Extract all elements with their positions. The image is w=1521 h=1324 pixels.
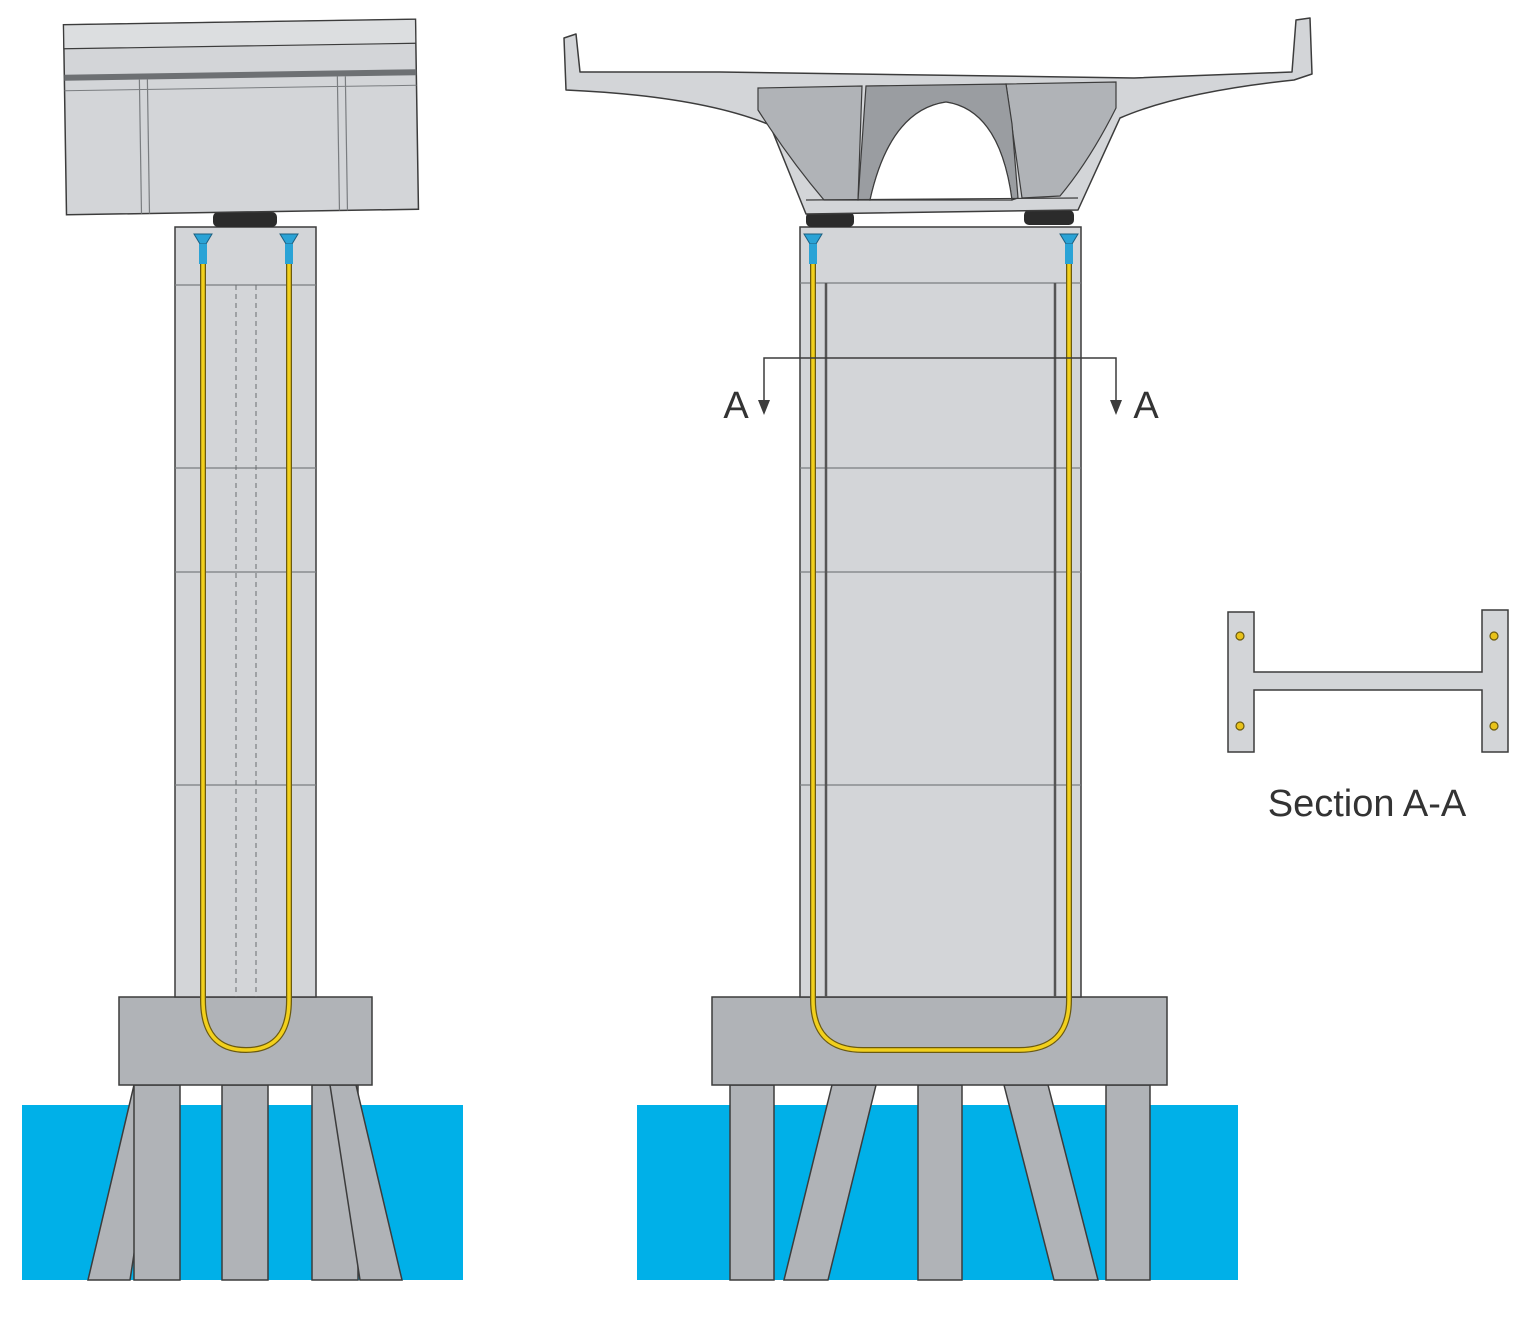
section-tendon-ducts — [1235, 631, 1499, 731]
right-pile-1 — [729, 1084, 775, 1281]
right-piles — [729, 1084, 1151, 1281]
left-anchor-right — [279, 233, 299, 264]
right-column-flange-lines — [824, 283, 1057, 997]
left-piles — [87, 1084, 403, 1281]
right-bearing-right — [1024, 210, 1074, 225]
left-girder — [62, 18, 420, 216]
right-column-segment-joints — [800, 282, 1081, 786]
right-tendon — [810, 255, 1072, 1053]
right-anchor-right — [1059, 233, 1079, 264]
right-pile-2 — [917, 1084, 963, 1281]
left-column-segment-joints — [175, 284, 316, 786]
section-a-a: Section A-A — [1227, 609, 1509, 825]
duct-icon — [1235, 721, 1245, 731]
right-anchor-left — [803, 233, 823, 264]
left-pile-cap — [118, 996, 373, 1086]
right-pier-elevation: A A — [563, 17, 1313, 1281]
duct-icon — [1489, 631, 1499, 641]
left-column — [174, 226, 317, 998]
duct-icon — [1489, 721, 1499, 731]
left-pile-1 — [133, 1084, 181, 1281]
right-pile-3 — [1105, 1084, 1151, 1281]
left-pier-elevation — [22, 18, 463, 1281]
section-cut-line — [763, 357, 1117, 405]
section-arrow-left-icon — [758, 400, 770, 415]
left-tendon — [200, 255, 292, 1054]
section-caption: Section A-A — [1268, 783, 1467, 825]
section-arrow-right-icon — [1110, 400, 1122, 415]
left-bearing — [213, 212, 277, 227]
left-column-hidden-core — [235, 285, 257, 997]
right-column — [799, 226, 1082, 998]
left-pile-2 — [221, 1084, 269, 1281]
right-bearing-left — [806, 212, 854, 227]
right-pile-cap — [711, 996, 1168, 1086]
left-anchor-left — [193, 233, 213, 264]
duct-icon — [1235, 631, 1245, 641]
right-girder — [563, 17, 1313, 215]
section-mark-left: A — [723, 385, 749, 427]
section-mark-right: A — [1133, 385, 1159, 427]
section-i-shape — [1227, 609, 1509, 753]
